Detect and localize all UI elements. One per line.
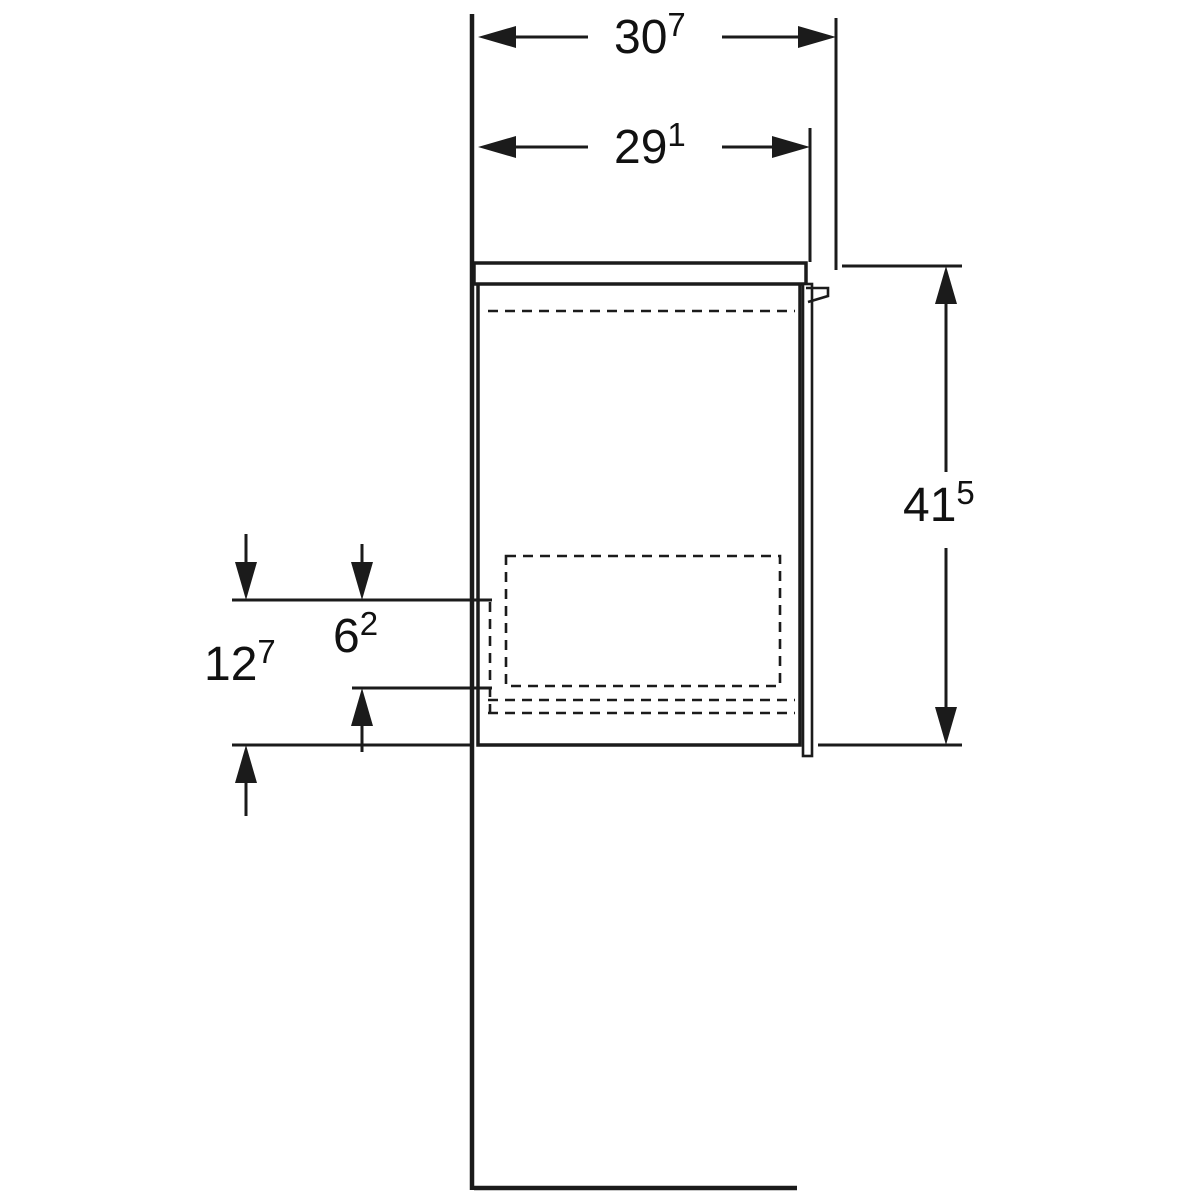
arrowhead-left-icon: [478, 136, 516, 158]
dim-cutout-label: 62: [333, 605, 378, 663]
cabinet-body-outline: [476, 284, 802, 747]
dim-overall-width-label: 307: [614, 6, 686, 64]
arrowhead-down-icon: [235, 562, 257, 600]
arrowhead-down-icon: [935, 707, 957, 745]
door-panel: [801, 282, 814, 758]
drawer-dashed-outline: [504, 554, 782, 688]
arrowhead-down-icon: [351, 562, 373, 600]
arrowhead-right-icon: [772, 136, 810, 158]
dim-cabinet-width-label: 291: [614, 116, 686, 174]
arrowhead-up-icon: [935, 266, 957, 304]
handle-profile: [806, 286, 830, 304]
arrowhead-up-icon: [235, 745, 257, 783]
dim-bottom-offset-label: 127: [204, 633, 276, 691]
arrowhead-left-icon: [478, 26, 516, 48]
cabinet-top-panel: [472, 261, 808, 286]
arrowhead-right-icon: [798, 26, 836, 48]
dim-height-label: 415: [903, 474, 975, 532]
arrowhead-up-icon: [351, 688, 373, 726]
